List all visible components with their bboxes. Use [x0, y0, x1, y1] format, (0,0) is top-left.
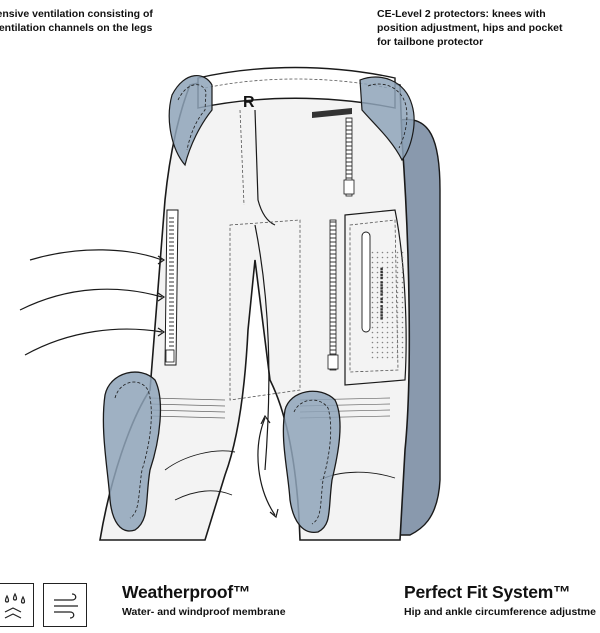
- water-drops-icon: [0, 583, 34, 627]
- weatherproof-description: Water- and windproof membrane: [122, 606, 286, 618]
- pants-illustration: R ■■■■■ ■■ ■■■■■ ■■■■: [19, 66, 441, 541]
- weatherproof-title: Weatherproof™: [122, 582, 251, 602]
- left-vent-zipper: [164, 209, 179, 366]
- wind-icon: [43, 583, 87, 627]
- perfect-fit-title: Perfect Fit System™: [404, 582, 571, 602]
- waist-adjuster: [312, 108, 352, 118]
- airflow-arrows: [19, 249, 166, 356]
- ventilation-caption: tensive ventilation consisting of ventil…: [0, 8, 153, 34]
- right-hip-zipper: [343, 117, 355, 197]
- garment-label: ■■■■■ ■■ ■■■■■ ■■■■: [379, 268, 385, 321]
- brand-logo: R: [243, 94, 255, 111]
- left-knee-protector: [102, 371, 162, 532]
- protectors-caption: CE-Level 2 protectors: knees with positi…: [377, 8, 563, 48]
- knee-adjust-arrow: [257, 414, 279, 519]
- right-hip-protector: [359, 76, 415, 162]
- right-thigh-pocket: ■■■■■ ■■ ■■■■■ ■■■■: [327, 209, 407, 386]
- perfect-fit-description: Hip and ankle circumference adjustme: [404, 606, 596, 618]
- left-knee-stitching: [149, 397, 226, 419]
- right-knee-protector: [282, 390, 341, 533]
- left-hip-protector: [168, 75, 213, 167]
